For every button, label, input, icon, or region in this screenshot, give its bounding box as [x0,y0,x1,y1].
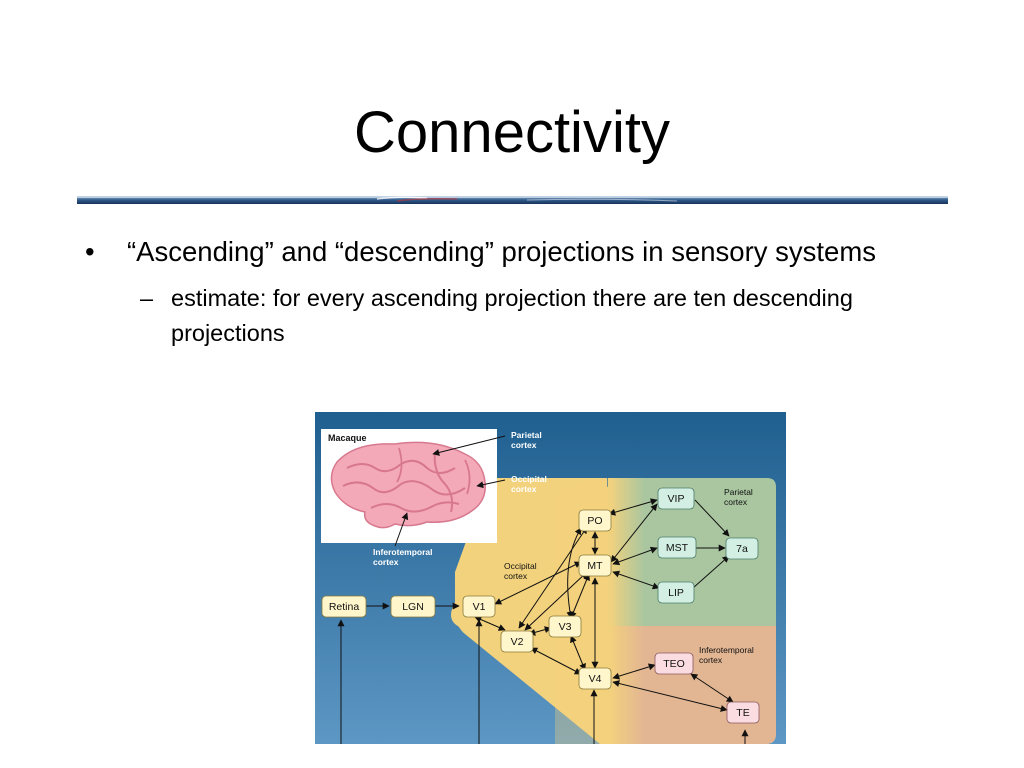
node-vip: VIP [657,487,695,510]
edge-v4-te [612,680,728,712]
title-underline [77,196,948,204]
brain-occipital-label: Occipital cortex [511,474,549,494]
inferotemporal-pointer [394,512,409,547]
brain-parietal-label: Parietal cortex [511,430,544,450]
slide-title: Connectivity [354,100,670,165]
node-lip: LIP [657,581,695,604]
node-te: TE [726,701,760,724]
svg-text:PO: PO [587,515,602,527]
svg-text:V4: V4 [589,673,602,685]
svg-text:TE: TE [736,707,749,719]
inset-label: Macaque [328,433,367,443]
inferotemporal-region [608,626,776,744]
svg-text:VIP: VIP [668,493,685,505]
svg-text:LGN: LGN [402,601,424,613]
sub-bullet-item: – estimate: for every ascending projecti… [85,281,955,351]
visual-pathways-diagram: Macaque Parietal cortex Occipital cortex… [315,412,786,744]
bullet-text: “Ascending” and “descending” projections… [127,236,876,267]
svg-text:LIP: LIP [668,587,684,599]
edge-v3-v4 [570,635,586,671]
node-v2: V2 [500,630,534,653]
node-v1: V1 [462,595,496,618]
node-teo: TEO [654,652,694,675]
bullet-list: • “Ascending” and “descending” projectio… [85,232,955,351]
edge-teo-te [690,673,734,703]
node-v3: V3 [548,615,582,638]
parietal-region-label: Parietal cortex [724,487,755,507]
svg-text:Retina: Retina [329,601,360,613]
svg-text:MT: MT [587,560,603,572]
bullet-marker: • [85,236,95,267]
node-7a: 7a [725,537,759,560]
macaque-brain-illustration [330,441,486,529]
svg-text:7a: 7a [736,543,748,555]
edge-mt-lip [612,570,660,590]
edge-v3-po [566,527,582,619]
svg-text:TEO: TEO [663,658,685,670]
bullet-item: • “Ascending” and “descending” projectio… [85,232,955,271]
edge-vip-7a [694,499,730,537]
node-lgn: LGN [390,595,436,618]
visual-pathways-figure: Macaque Parietal cortex Occipital cortex… [315,412,786,744]
node-retina: Retina [321,595,367,618]
node-mt: MT [578,554,612,577]
node-mst: MST [657,536,697,559]
node-v4: V4 [578,667,612,690]
svg-text:V2: V2 [511,636,524,648]
edge-v1-v2 [474,616,506,631]
sub-bullet-marker: – [140,285,154,311]
edge-mt-mst [612,546,658,566]
sub-bullet-text: estimate: for every ascending projection… [171,285,853,346]
brain-inferotemporal-label: Inferotemporal cortex [373,547,435,567]
inferotemporal-region-label: Inferotemporal cortex [699,645,756,665]
edge-v4-teo [612,663,656,680]
svg-text:V3: V3 [559,621,572,633]
node-po: PO [578,509,612,532]
svg-text:V1: V1 [473,601,486,613]
occipital-pointer [476,479,506,489]
svg-text:MST: MST [666,542,689,554]
edge-lip-7a [692,555,730,589]
parietal-pointer [432,435,506,456]
